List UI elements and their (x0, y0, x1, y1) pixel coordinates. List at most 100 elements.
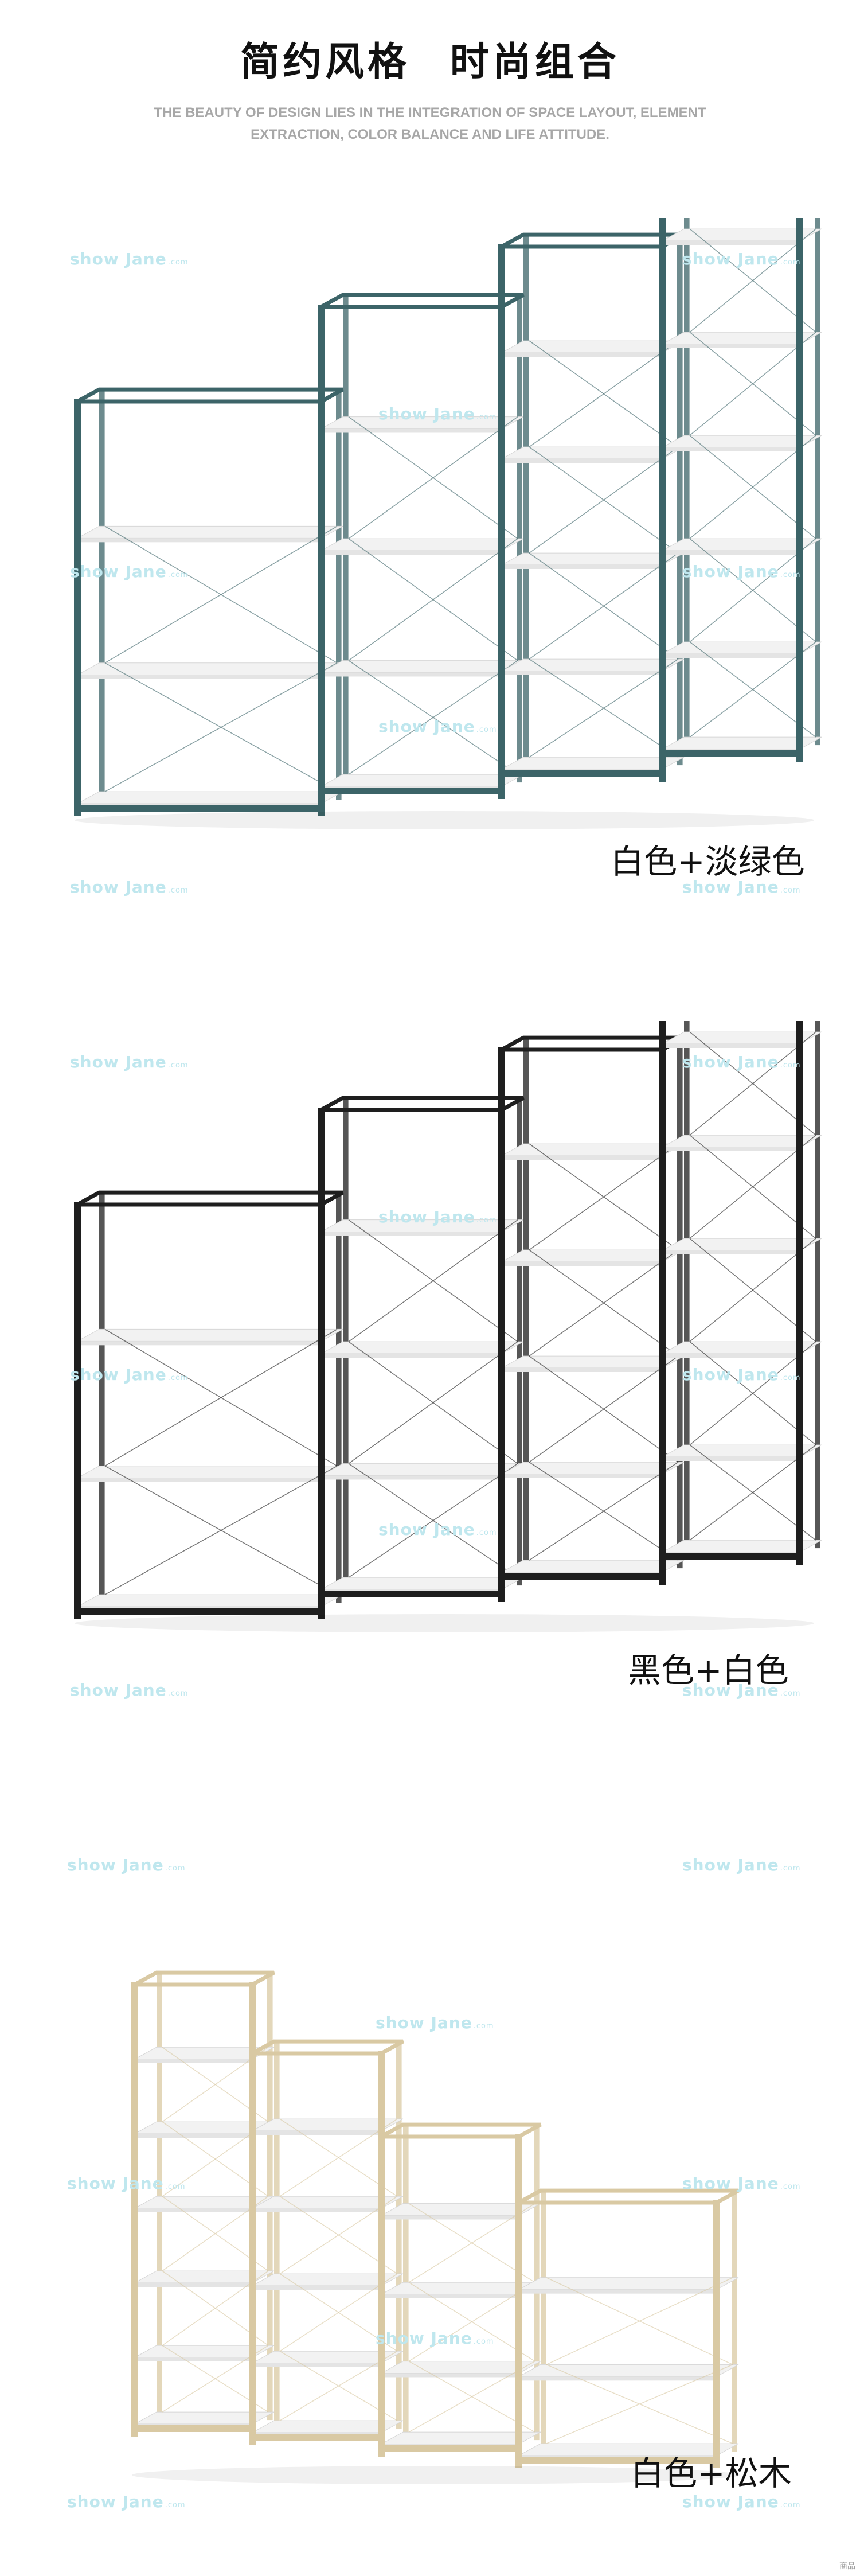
page-subtitle: THE BEAUTY OF DESIGN LIES IN THE INTEGRA… (154, 105, 706, 142)
shelf-board-edge (662, 447, 800, 451)
watermark: show Jane.com (70, 1365, 189, 1384)
shelf-board-edge (252, 2208, 381, 2212)
watermark: show Jane.com (70, 1681, 189, 1700)
shelf-board-edge (381, 2373, 519, 2378)
shelf-board-edge (135, 2059, 252, 2063)
shelf-board (77, 1466, 343, 1479)
cross-brace (104, 1328, 338, 1467)
shelf-board (501, 1355, 685, 1369)
variant-section-black: show Jane.com show Jane.com show Jane.co… (0, 1021, 860, 1767)
shelf-board (518, 2277, 739, 2290)
shelf-bottom-rail (77, 805, 321, 812)
watermark: show Jane.com (378, 404, 497, 423)
watermark: show Jane.com (682, 1681, 801, 1700)
shelf-board-edge (252, 2363, 381, 2367)
cross-brace (348, 1463, 518, 1578)
variant-section-green: show Jane.com show Jane.com show Jane.co… (0, 218, 860, 964)
shelf-post (815, 1021, 820, 1549)
watermark: show Jane.com (682, 878, 801, 897)
cross-brace (546, 2364, 733, 2444)
shelf-illustration-pine (131, 1970, 740, 2484)
shelf-post (515, 2200, 522, 2468)
shelf-board-edge (519, 2289, 717, 2294)
shelf-board-edge (321, 672, 502, 677)
shelf-post (684, 1021, 690, 1549)
shelf-board (77, 791, 343, 804)
shelf-board (501, 1560, 685, 1573)
shelf-post (318, 305, 325, 799)
variant-section-pine: show Jane.com show Jane.com show Jane.co… (0, 1824, 860, 2570)
shelf-post (99, 389, 105, 800)
watermark: show Jane.com (67, 1856, 186, 1874)
shelf-top-frame (76, 1190, 344, 1207)
shelf-board-edge (381, 2294, 519, 2298)
watermark: show Jane.com (378, 717, 497, 736)
page-title: 简约风格 时尚组合 (240, 40, 620, 85)
shelf-post (684, 218, 690, 746)
shelf-top-frame (518, 2188, 740, 2205)
shelf-board (501, 757, 685, 770)
shelf-post (523, 1038, 529, 1569)
cross-brace (348, 1219, 518, 1342)
shelf-post (796, 1021, 803, 1565)
watermark: show Jane.com (70, 878, 189, 897)
shelf-board-edge (135, 2283, 252, 2287)
shelf-post (498, 244, 505, 782)
shelf-post (74, 399, 81, 816)
shelf-top-frame (320, 1096, 525, 1112)
shelf-board (77, 1594, 343, 1607)
shelf-board (501, 658, 685, 672)
watermark: show Jane.com (682, 562, 801, 581)
shelf-board-edge (321, 1232, 502, 1236)
shelf-bottom-rail (321, 788, 502, 794)
cross-brace (279, 2118, 398, 2197)
shelf-board (501, 1462, 685, 1475)
cross-brace (689, 1135, 816, 1239)
footer-badge: 商品 (839, 2561, 855, 2570)
shelf-board-edge (662, 1354, 800, 1358)
cross-brace (546, 2277, 733, 2365)
shelf-board (501, 446, 685, 459)
shelf-bottom-rail (662, 750, 800, 757)
watermark: show Jane.com (682, 2174, 801, 2193)
shelf-board-edge (135, 2208, 252, 2212)
shelf-post (713, 2200, 720, 2468)
watermark: show Jane.com (682, 2492, 801, 2511)
shelf-illustration-black (74, 1021, 822, 1632)
shelf-top-frame (320, 293, 525, 309)
shelf-board-edge (662, 344, 800, 348)
cross-brace (529, 340, 679, 447)
cross-brace (104, 525, 338, 664)
watermark: show Jane.com (67, 2492, 186, 2511)
floor-shadow (75, 811, 814, 829)
shelf-board-edge (502, 459, 662, 463)
shelf-top-frame (251, 2039, 404, 2056)
shelf-post (318, 1108, 325, 1602)
shelf-board-edge (662, 551, 800, 555)
shelf-board-edge (77, 1478, 321, 1482)
cross-brace (689, 538, 816, 642)
shelf-board-edge (502, 1474, 662, 1478)
cross-brace (689, 1238, 816, 1342)
shelf-post (796, 218, 803, 762)
shelf-board-edge (135, 2357, 252, 2361)
shelf-board (77, 525, 343, 539)
cross-brace (279, 2273, 398, 2352)
shelf-post (274, 2041, 280, 2429)
shelf-board-edge (662, 1457, 800, 1461)
watermark: show Jane.com (376, 2329, 494, 2348)
shelf-top-frame (76, 387, 344, 404)
shelf-bottom-rail (252, 2434, 381, 2441)
watermark: show Jane.com (378, 1207, 497, 1226)
shelf-post (336, 1192, 342, 1603)
shelf-bottom-rail (502, 1573, 662, 1580)
cross-brace (689, 1341, 816, 1445)
shelf-board-edge (502, 1156, 662, 1160)
shelf-post (74, 1202, 81, 1619)
watermark: show Jane.com (682, 1053, 801, 1071)
shelf-board-edge (77, 675, 321, 679)
shelf-board-edge (321, 1354, 502, 1358)
cross-brace (529, 1355, 679, 1463)
page-header: 简约风格 时尚组合 THE BEAUTY OF DESIGN LIES IN T… (0, 0, 860, 161)
cross-brace (529, 1462, 679, 1561)
